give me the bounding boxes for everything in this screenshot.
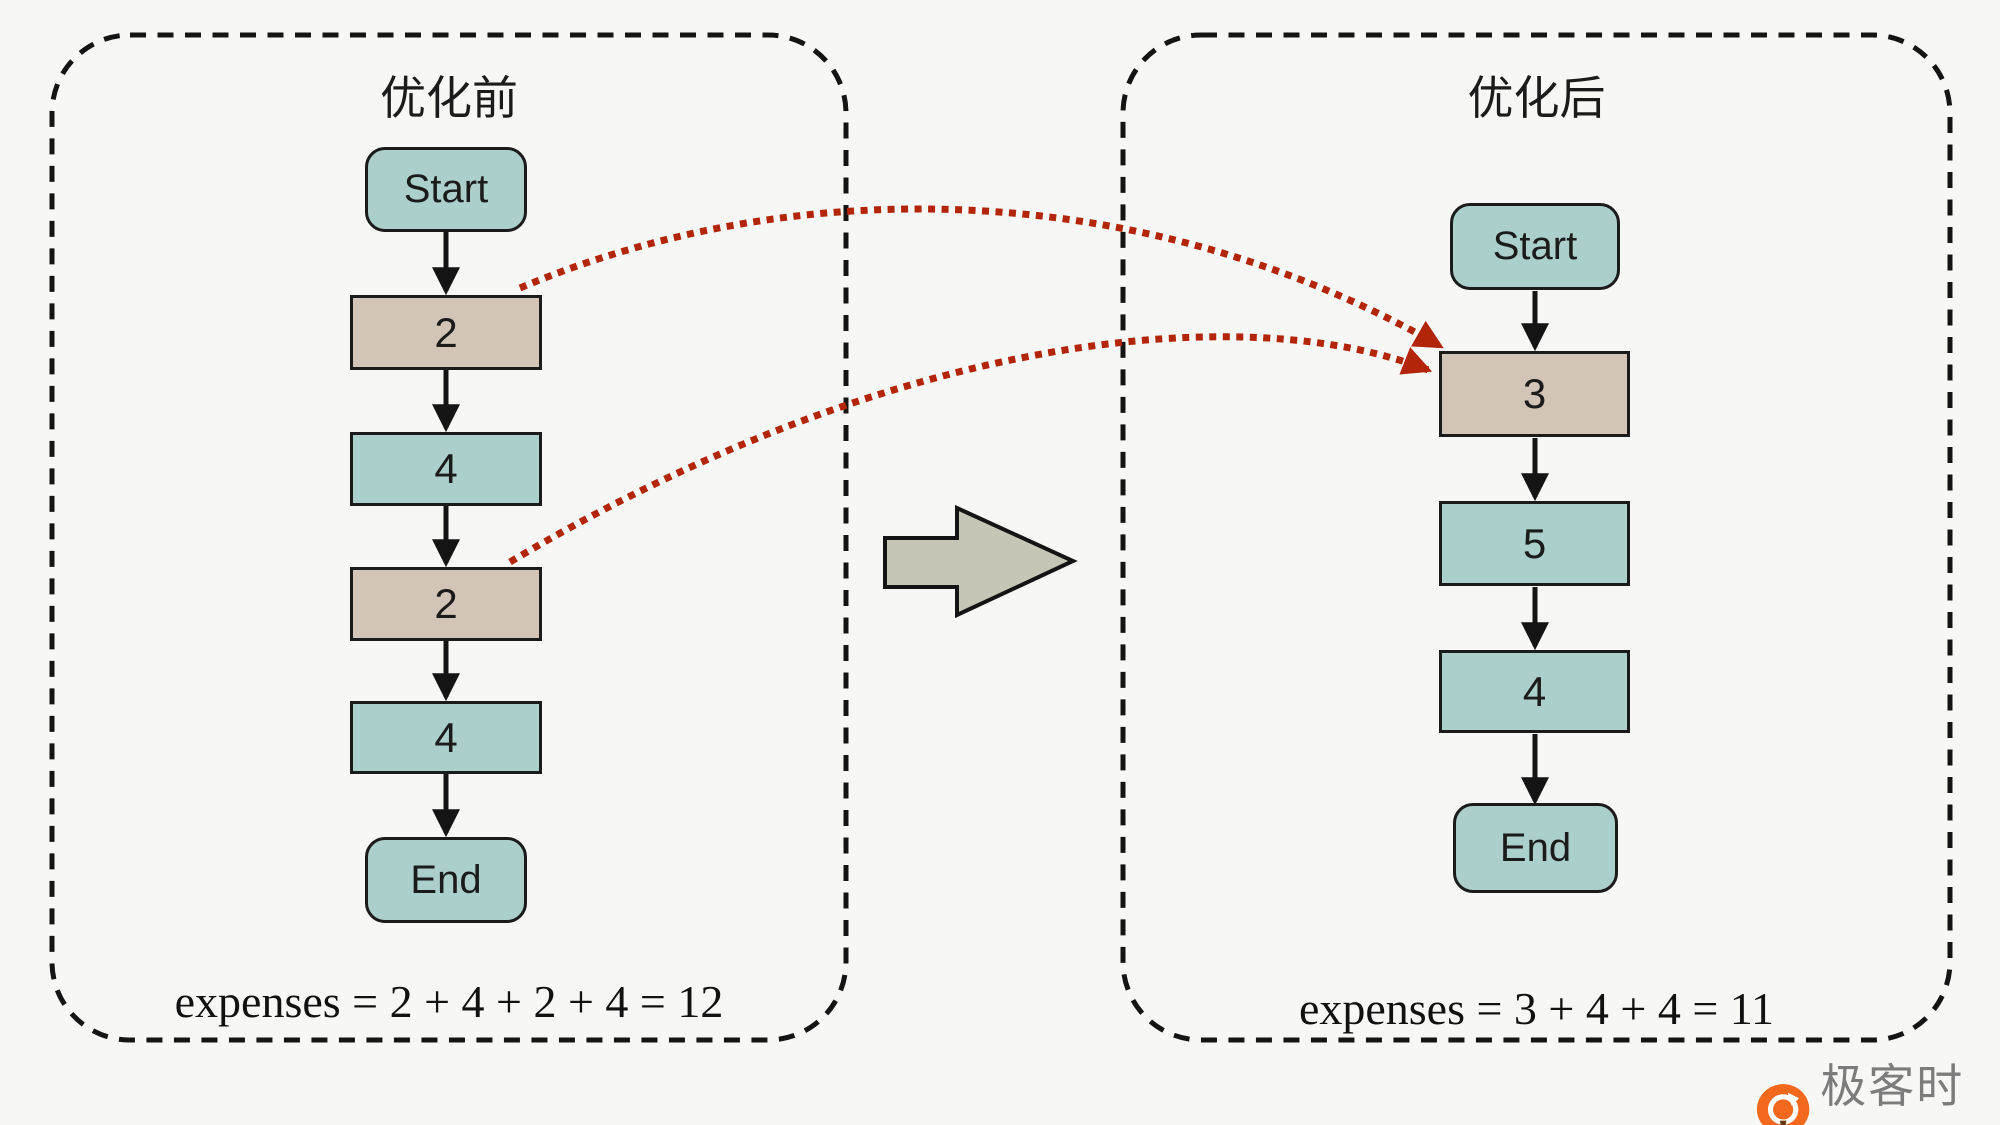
before-node-start: Start (365, 147, 527, 232)
before-panel-title: 优化前 (380, 72, 518, 124)
before-node-cost-2-second: 2 (350, 567, 542, 641)
before-expenses-formula: expenses = 2 + 4 + 2 + 4 = 12 (174, 976, 724, 1027)
before-node-cost-4-second: 4 (350, 701, 542, 774)
after-expenses-formula: expenses = 3 + 4 + 4 = 11 (1298, 983, 1775, 1034)
after-node-start: Start (1450, 203, 1620, 290)
transform-arrow-icon (883, 504, 1078, 619)
after-node-cost-5: 5 (1439, 501, 1630, 586)
before-node-cost-2-first: 2 (350, 295, 542, 370)
after-panel-title: 优化后 (1467, 72, 1606, 124)
merge-arrow-bottom (508, 333, 1433, 566)
geektime-pin-icon (1756, 1084, 1810, 1125)
after-node-end: End (1453, 803, 1618, 893)
brand-text: 极客时间 (1820, 1060, 1965, 1112)
after-node-cost-3: 3 (1439, 351, 1630, 437)
merge-arrow-top (518, 205, 1444, 350)
before-node-cost-4-first: 4 (350, 432, 542, 506)
after-node-cost-4: 4 (1439, 650, 1630, 733)
before-node-end: End (365, 837, 527, 923)
brand-logo: 极客时间 (1756, 1050, 2000, 1125)
